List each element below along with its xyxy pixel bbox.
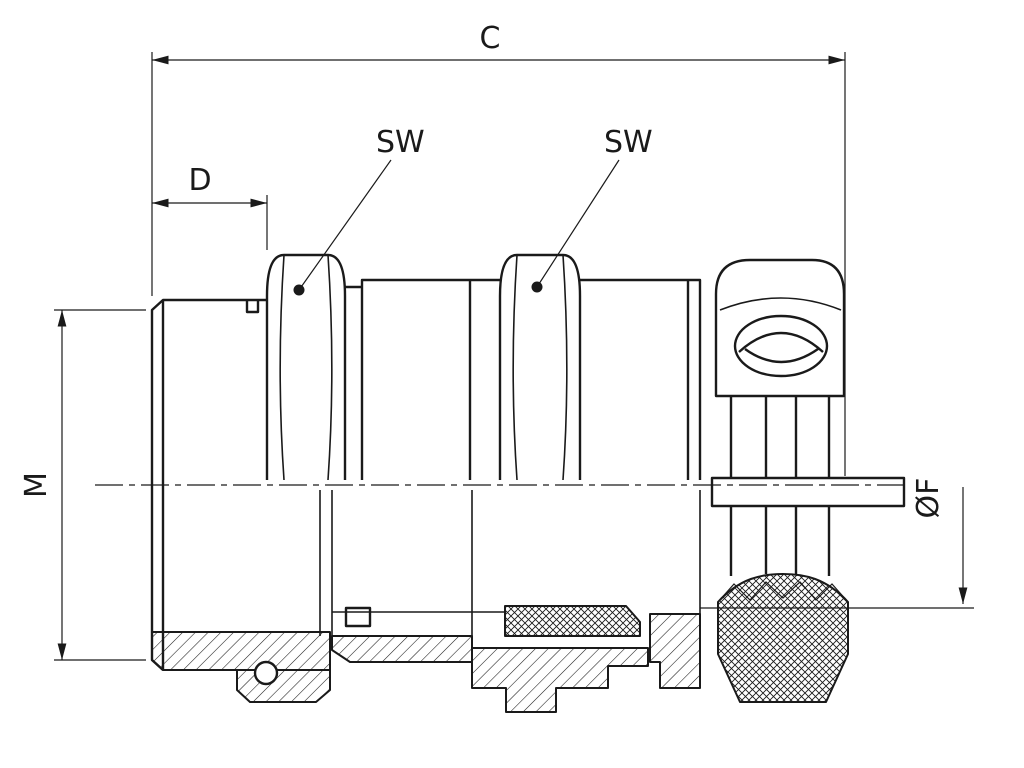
bore-lines [319, 490, 701, 648]
oring-section [253, 660, 279, 686]
dim-d-label: D [188, 163, 211, 198]
detent-detail [344, 606, 372, 628]
gland-body-outline [150, 253, 702, 671]
hex-nut-1-outline [265, 253, 347, 480]
rear-body-outline [580, 278, 702, 480]
cap-nut-assembly [714, 258, 846, 576]
dim-c-label: C [480, 21, 501, 56]
inner-sleeve-hatch [331, 635, 473, 663]
thread-relief-groove [245, 300, 260, 314]
cage-verticals [729, 396, 831, 576]
dimension-c: C [151, 21, 846, 476]
grommet-knurl-zigzag [717, 581, 849, 603]
dimension-m: M [19, 309, 146, 661]
hex-nut-2-flats [512, 254, 568, 481]
grommet-crosshatch [717, 573, 849, 703]
body-right-wall-hatch [649, 613, 701, 689]
callout-sw-1: SW [293, 125, 425, 296]
hex-nut-2-outline [498, 253, 582, 480]
sw-label-1: SW [376, 125, 425, 160]
flange [710, 476, 906, 508]
dim-m-label: M [19, 472, 54, 498]
dimension-f: ØF [700, 478, 974, 609]
mid-neck-outline [345, 278, 500, 480]
cap-top-arc [719, 297, 842, 311]
leader-dot-sw-1 [293, 284, 305, 296]
cap-window [733, 314, 829, 378]
thread-spigot-profile [150, 298, 267, 671]
hex-nut-1-flats [279, 254, 333, 481]
body-lower-wall-hatch [151, 631, 331, 671]
dimension-d: D [152, 163, 268, 250]
clamp-insert-hatch [471, 647, 649, 713]
leader-sw-1 [298, 159, 392, 291]
section-geometry [151, 476, 906, 713]
callout-sw-2: SW [531, 125, 653, 293]
leader-dot-sw-2 [531, 281, 543, 293]
compression-seal-hatch [504, 605, 641, 637]
sw-label-2: SW [604, 125, 653, 160]
body-lower-block-hatch [236, 669, 331, 703]
dim-f-label: ØF [911, 478, 946, 519]
leader-sw-2 [536, 159, 620, 288]
cap-window-lens [738, 331, 824, 364]
